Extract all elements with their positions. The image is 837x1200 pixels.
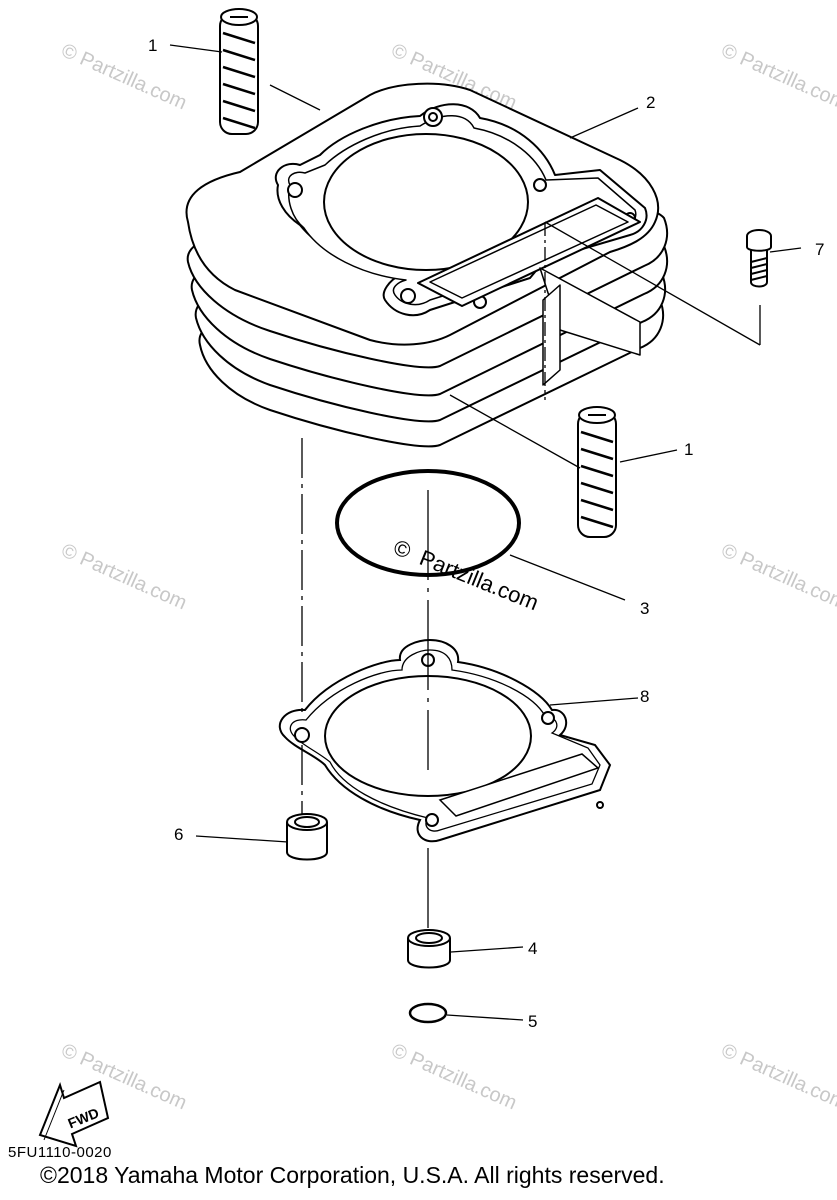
collar-6 [286,813,328,861]
watermark: © Partzilla.com [58,539,190,614]
cylinder-block [185,82,669,448]
watermark-symbol: © [390,534,414,563]
bolt [746,229,772,288]
callout-2: 2 [646,93,655,112]
watermark: © Partzilla.com [388,1039,520,1114]
watermark: © Partzilla.com [718,1039,837,1114]
callout-4: 4 [528,939,537,958]
dowel-pin-lower [577,406,617,538]
fwd-arrow: FWD [38,1080,110,1148]
collar-4 [407,929,451,969]
callout-5: 5 [528,1012,537,1031]
cylinder-center-lines [544,221,761,400]
watermark: © Partzilla.com [718,539,837,614]
watermark-text: Partzilla.com [416,545,542,615]
o-ring-small [408,1002,448,1024]
dowel-pin-upper [219,8,259,135]
callout-6: 6 [174,825,183,844]
watermark: © Partzilla.com [58,39,190,114]
base-gasket [278,638,612,843]
watermark: © Partzilla.com [718,39,837,114]
assembly-center-lines [301,438,429,928]
callout-7: 7 [815,240,824,259]
callout-8: 8 [640,687,649,706]
copyright-notice: ©2018 Yamaha Motor Corporation, U.S.A. A… [40,1162,665,1188]
callout-1-lower: 1 [684,440,693,459]
leader-lines [169,44,802,1021]
callout-1-upper: 1 [148,36,157,55]
diagram-code: 5FU1110-0020 [8,1144,112,1161]
callouts: 1 2 7 1 3 8 6 4 5 [148,36,824,1031]
callout-3: 3 [640,599,649,618]
